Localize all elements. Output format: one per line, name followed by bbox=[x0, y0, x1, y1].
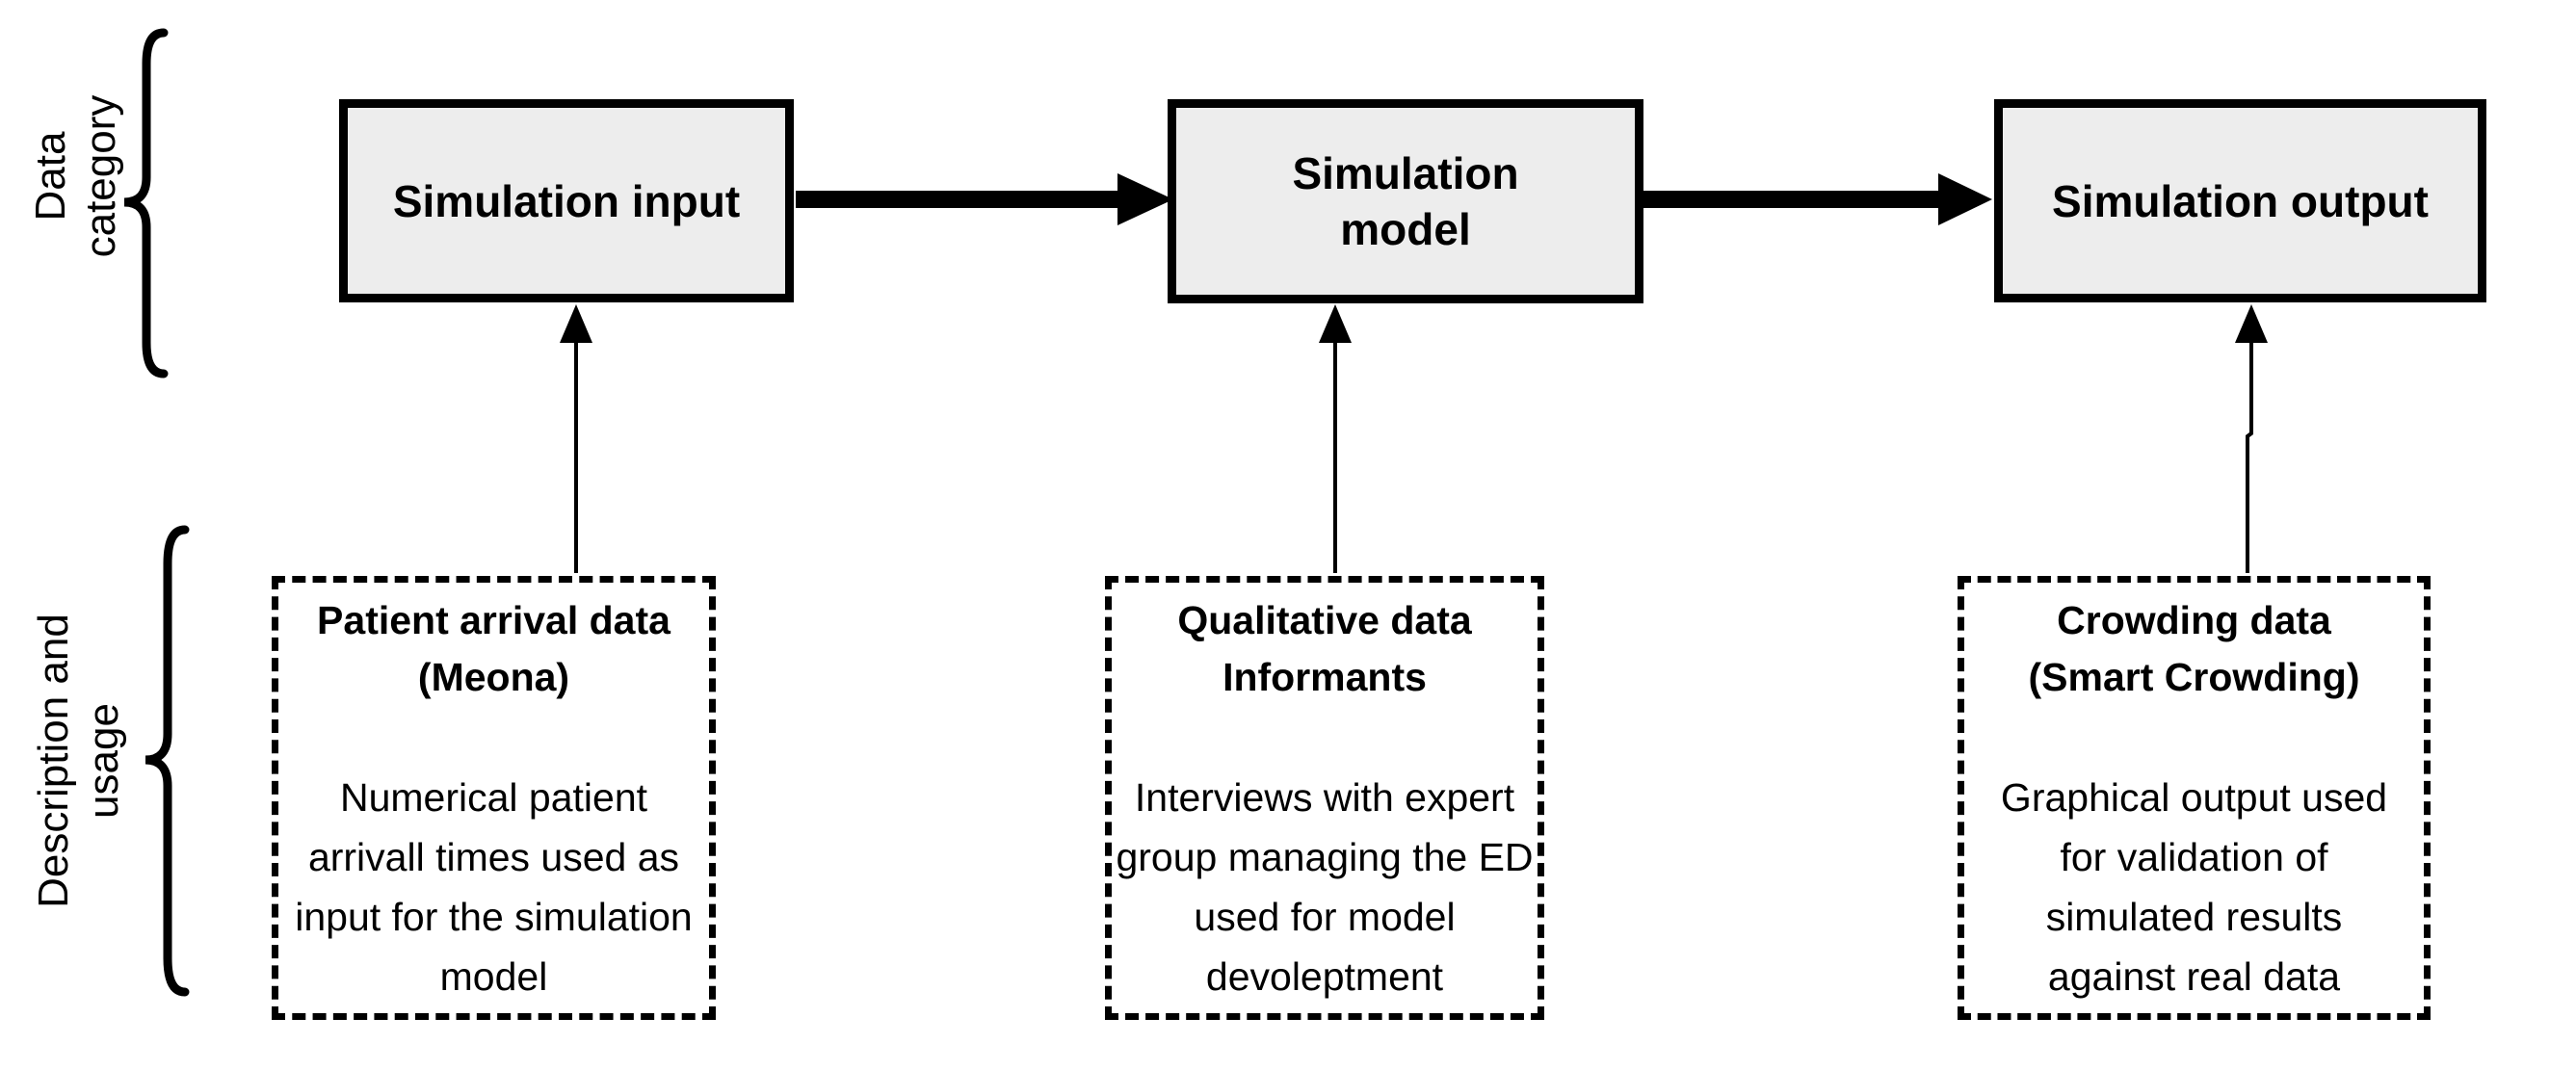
desc-title-line: (Meona) bbox=[417, 655, 570, 699]
desc-box-qualitative-data-body: Interviews with expert group managing th… bbox=[1112, 768, 1538, 1006]
desc-title-line: Informants bbox=[1222, 655, 1427, 699]
desc-box-crowding-data: Crowding data (Smart Crowding) Graphical… bbox=[1958, 576, 2431, 1020]
box-simulation-model-label: Simulation bbox=[1292, 148, 1519, 198]
box-simulation-model-label-line2: model bbox=[1340, 204, 1471, 254]
desc-box-qualitative-data: Qualitative data Informants Interviews w… bbox=[1105, 576, 1544, 1020]
box-simulation-model: Simulation model bbox=[1168, 99, 1643, 303]
desc-body-line: Interviews with expert bbox=[1134, 775, 1515, 820]
arrow-patient-data-to-input-icon bbox=[560, 304, 592, 573]
box-simulation-input-label: Simulation input bbox=[392, 175, 741, 226]
arrow-model-to-output-icon bbox=[1642, 173, 1992, 225]
brace-description-usage-icon bbox=[145, 525, 190, 997]
box-simulation-output-label: Simulation output bbox=[2052, 175, 2429, 226]
desc-box-crowding-data-title: Crowding data (Smart Crowding) bbox=[1964, 592, 2424, 706]
row-label-description-usage-line2: usage bbox=[80, 703, 127, 819]
desc-title-line: Qualitative data bbox=[1177, 598, 1472, 642]
desc-box-crowding-data-body: Graphical output used for validation of … bbox=[1964, 768, 2424, 1006]
arrow-crowding-data-to-output-icon bbox=[2235, 304, 2268, 573]
row-label-data-category-line1: Data bbox=[27, 131, 74, 222]
desc-body-line: model bbox=[439, 954, 548, 999]
desc-body-line: against real data bbox=[2047, 954, 2341, 999]
desc-box-patient-arrival-data: Patient arrival data (Meona) Numerical p… bbox=[272, 576, 716, 1020]
desc-body-line: Graphical output used bbox=[2000, 775, 2388, 820]
row-label-data-category: Data category bbox=[26, 94, 126, 258]
arrow-input-to-model-icon bbox=[796, 173, 1173, 225]
desc-title-line: (Smart Crowding) bbox=[2028, 655, 2360, 699]
desc-body-line: for validation of bbox=[2060, 835, 2328, 879]
desc-box-patient-arrival-data-title: Patient arrival data (Meona) bbox=[278, 592, 709, 706]
box-simulation-output: Simulation output bbox=[1994, 99, 2486, 302]
desc-box-qualitative-data-title: Qualitative data Informants bbox=[1112, 592, 1538, 706]
box-simulation-input: Simulation input bbox=[339, 99, 794, 302]
row-label-description-usage: Description and usage bbox=[29, 573, 129, 949]
desc-body-line: group managing the ED bbox=[1116, 835, 1534, 879]
desc-body-line: devoleptment bbox=[1205, 954, 1444, 999]
arrow-qualitative-data-to-model-icon bbox=[1319, 304, 1352, 573]
row-label-description-usage-line1: Description and bbox=[30, 613, 77, 908]
desc-box-patient-arrival-data-body: Numerical patient arrivall times used as… bbox=[278, 768, 709, 1006]
desc-body-line: Numerical patient bbox=[339, 775, 648, 820]
desc-body-line: input for the simulation bbox=[295, 895, 693, 939]
desc-title-line: Patient arrival data bbox=[317, 598, 670, 642]
desc-body-line: simulated results bbox=[2045, 895, 2343, 939]
desc-body-line: arrivall times used as bbox=[307, 835, 680, 879]
desc-body-line: used for model bbox=[1194, 895, 1456, 939]
desc-title-line: Crowding data bbox=[2057, 598, 2331, 642]
row-label-data-category-line2: category bbox=[77, 94, 124, 258]
brace-data-category-icon bbox=[123, 28, 169, 378]
